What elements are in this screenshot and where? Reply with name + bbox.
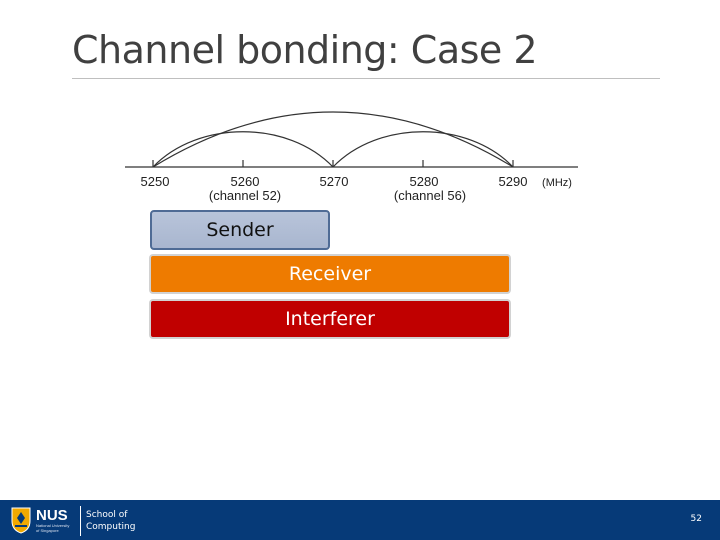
receiver-bar: Receiver [149,254,511,294]
slide-title: Channel bonding: Case 2 [72,28,538,72]
nus-wordmark: NUS [36,506,68,524]
tick-label-5250: 5250 [141,174,170,189]
school-line-1: School of [86,510,128,520]
nus-subtext-1: National University [36,522,70,528]
sender-label: Sender [206,219,274,241]
tick-sub-channel-52: (channel 52) [209,188,281,203]
footer-divider [80,506,81,536]
nus-logo: NUS National University of Singapore [0,500,80,540]
receiver-label: Receiver [288,263,372,285]
tick-label-5280: 5280 [410,174,439,189]
tick-label-5290: 5290 [499,174,528,189]
unit-label: (MHz) [542,177,572,189]
interferer-bar: Interferer [149,299,511,339]
tick-label-5260: 5260 [231,174,260,189]
nus-subtext-2: of Singapore [36,527,59,533]
school-name: School of Computing [86,509,135,533]
tick-label-5270: 5270 [320,174,349,189]
bonded-channel-arc [152,111,514,168]
channel-56-arc [332,131,514,168]
interferer-label: Interferer [285,308,375,330]
title-divider [72,78,660,79]
school-line-2: Computing [86,522,136,532]
sender-bar: Sender [150,210,330,250]
channel-52-arc [152,131,334,168]
frequency-diagram: 5250 5260 (channel 52) 5270 5280 (channe… [125,111,578,203]
tick-sub-channel-56: (channel 56) [394,188,466,203]
footer-bar: NUS National University of Singapore Sch… [0,500,720,540]
nus-crest-icon [11,507,31,534]
page-number: 52 [690,514,702,524]
